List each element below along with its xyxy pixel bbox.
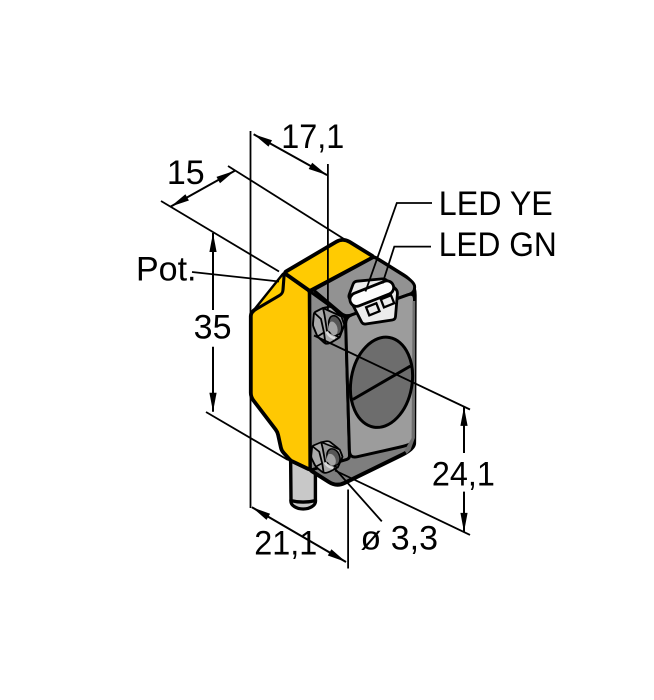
svg-text:Pot.: Pot.: [136, 250, 196, 288]
svg-text:21,1: 21,1: [254, 525, 317, 563]
svg-text:24,1: 24,1: [432, 456, 495, 494]
svg-text:17,1: 17,1: [281, 118, 344, 156]
svg-text:LED YE: LED YE: [439, 185, 553, 223]
svg-text:35: 35: [194, 309, 232, 347]
svg-text:ø 3,3: ø 3,3: [361, 520, 438, 558]
svg-text:LED GN: LED GN: [439, 226, 557, 264]
svg-text:15: 15: [167, 154, 205, 192]
